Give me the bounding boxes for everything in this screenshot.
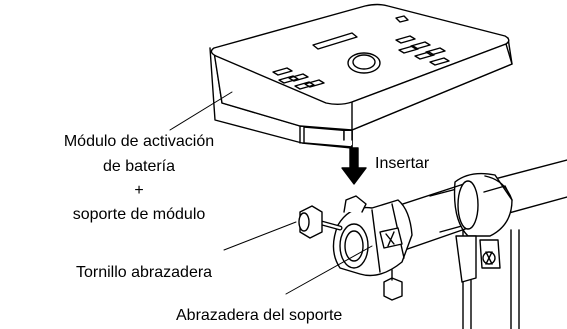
plus-sign: +: [134, 182, 144, 199]
leader-screw: [223, 221, 297, 251]
module-label-line1: Módulo de activación: [63, 133, 215, 150]
module-label-line3: soporte de módulo: [72, 206, 206, 223]
leader-clamp: [285, 245, 373, 295]
insert-arrow: [341, 147, 367, 185]
leader-module: [169, 91, 233, 131]
insert-label: Insertar: [375, 155, 430, 172]
module-label-line2: de batería: [102, 158, 176, 175]
drum-trigger-module: [209, 3, 513, 149]
stand-clamp-label: Abrazadera del soporte: [176, 307, 343, 324]
module-post: [343, 130, 353, 145]
front-stand-clamp: [298, 195, 413, 301]
clamp-screw-label: Tornillo abrazadera: [76, 264, 213, 281]
stand-and-arm: [429, 159, 567, 329]
leader-lines: [169, 91, 373, 295]
